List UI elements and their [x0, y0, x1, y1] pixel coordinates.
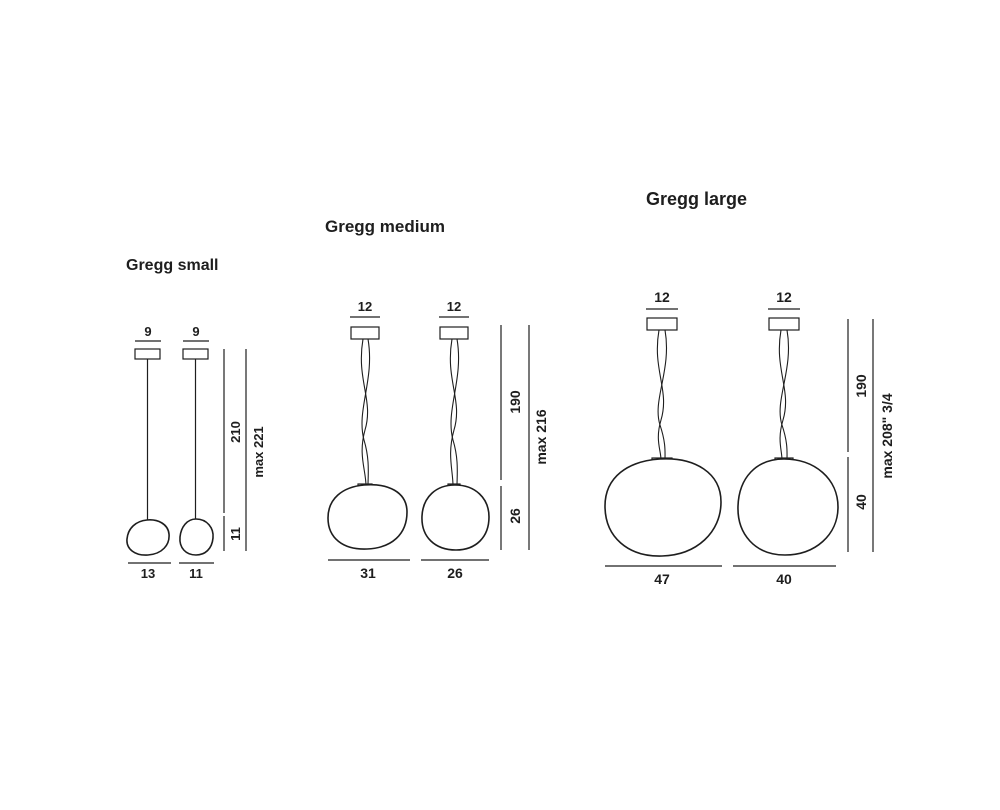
title-medium: Gregg medium [325, 217, 445, 236]
globe [126, 519, 170, 556]
canopy [350, 326, 380, 340]
cable [450, 338, 460, 487]
canopy-width-small-2: 9 [192, 324, 199, 339]
globe [421, 484, 490, 551]
cable [449, 338, 458, 487]
cable [656, 329, 665, 461]
globe-width-medium-1: 31 [360, 565, 376, 581]
canopy-width-large-1: 12 [654, 289, 670, 305]
lamp-small-1: 9 13 [126, 324, 171, 581]
globe-width-large-2: 40 [776, 571, 792, 587]
group-medium: Gregg medium 12 31 12 26 [325, 217, 549, 581]
cable-height-large: 190 [853, 374, 869, 398]
lamp-large-1: 12 47 [604, 289, 722, 587]
group-small: Gregg small 9 13 9 11 210 11 [126, 257, 266, 581]
max-height-small: max 221 [251, 426, 266, 477]
height-dimensions-large: 190 40 max 208" 3/4 [847, 319, 895, 552]
canopy-width-small-1: 9 [144, 324, 151, 339]
canopy [134, 348, 161, 360]
cable [361, 338, 371, 487]
lamp-medium-1: 12 31 [327, 299, 410, 581]
cable-height-small: 210 [228, 421, 243, 443]
lamp-medium-2: 12 26 [421, 299, 490, 581]
max-height-medium: max 216 [533, 409, 549, 464]
globe-width-medium-2: 26 [447, 565, 463, 581]
globe-height-medium: 26 [507, 508, 523, 524]
title-small: Gregg small [126, 257, 218, 274]
globe [327, 483, 408, 550]
canopy-width-medium-2: 12 [447, 299, 461, 314]
cable [778, 329, 787, 461]
canopy-width-medium-1: 12 [358, 299, 372, 314]
cable [779, 329, 790, 461]
canopy-width-large-2: 12 [776, 289, 792, 305]
canopy [182, 348, 209, 360]
lamp-small-2: 9 11 [179, 324, 214, 581]
globe-width-large-1: 47 [654, 571, 670, 587]
globe [604, 458, 722, 557]
globe [179, 518, 214, 556]
canopy [439, 326, 469, 340]
cable [657, 329, 668, 461]
globe-width-small-2: 11 [189, 566, 203, 581]
group-large: Gregg large 12 47 12 40 [604, 189, 895, 587]
canopy [768, 317, 800, 331]
title-large: Gregg large [646, 189, 747, 209]
globe [737, 458, 839, 556]
canopy [646, 317, 678, 331]
globe-width-small-1: 13 [141, 566, 155, 581]
lamp-large-2: 12 40 [733, 289, 839, 587]
globe-height-small: 11 [228, 527, 243, 541]
cable-height-medium: 190 [507, 390, 523, 414]
height-dimensions-medium: 190 26 max 216 [500, 325, 549, 550]
height-dimensions-small: 210 11 max 221 [223, 349, 266, 551]
max-height-large: max 208" 3/4 [879, 393, 895, 478]
cable [360, 338, 369, 487]
globe-height-large: 40 [853, 494, 869, 510]
